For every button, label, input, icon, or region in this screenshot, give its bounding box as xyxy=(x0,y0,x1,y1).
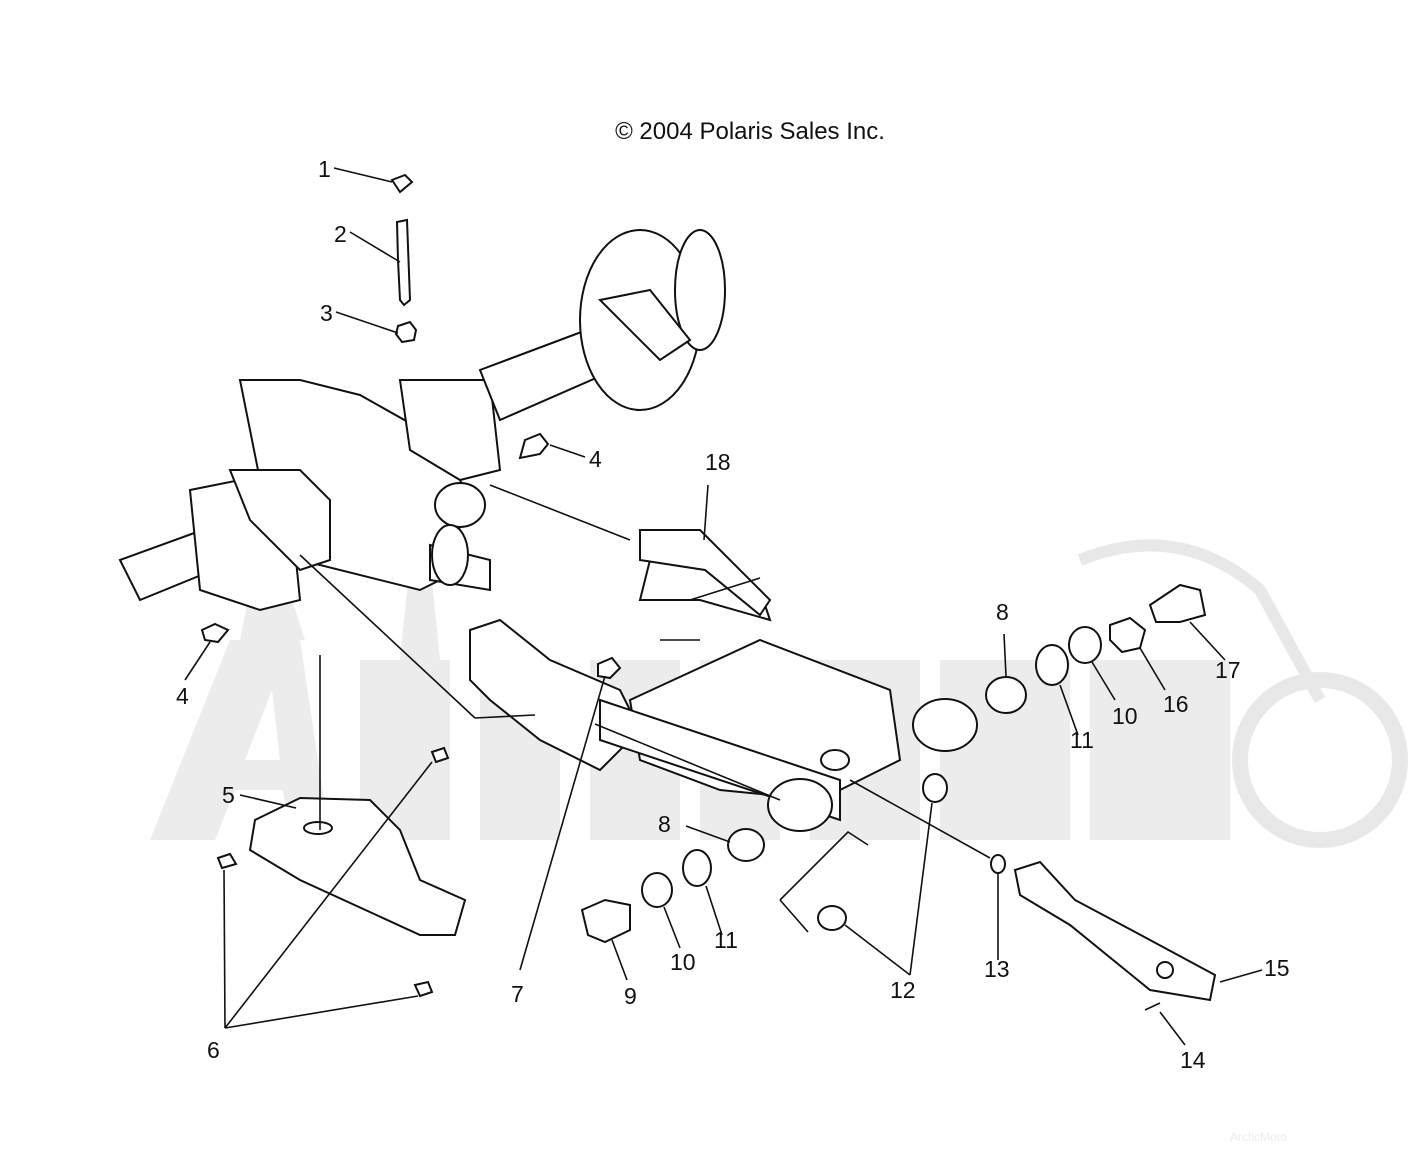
part-3-nut xyxy=(335,311,418,344)
callout-labels: 1 2 3 4 4 5 6 7 8 8 9 10 10 11 11 12 13 … xyxy=(176,156,1290,1073)
callout-5: 5 xyxy=(222,782,235,808)
axle-housing xyxy=(118,229,726,612)
part-11-seal-right xyxy=(1035,644,1079,736)
watermark-text: ArcticMoto xyxy=(1230,1130,1287,1144)
callout-8-right: 8 xyxy=(996,599,1009,625)
callout-14: 14 xyxy=(1180,1047,1206,1073)
callout-3: 3 xyxy=(320,300,333,326)
part-15-drive-shaft xyxy=(1013,860,1263,1002)
callout-10-right: 10 xyxy=(1112,703,1138,729)
callout-4-lower: 4 xyxy=(176,683,189,709)
callout-11-left: 11 xyxy=(714,927,738,953)
part-2-hose xyxy=(349,218,412,307)
part-10-bearing-right xyxy=(1068,626,1116,701)
part-5-cover xyxy=(239,794,467,936)
callout-1: 1 xyxy=(318,156,331,182)
part-17-pivot-bolt xyxy=(1148,583,1226,661)
swing-arm xyxy=(469,538,978,832)
callout-4-upper: 4 xyxy=(589,446,602,472)
part-18-bracket xyxy=(639,484,772,617)
part-4-bolt-lower xyxy=(184,622,230,681)
part-9-bolt xyxy=(580,898,631,981)
callout-6: 6 xyxy=(207,1037,220,1063)
callout-12: 12 xyxy=(890,977,916,1003)
callout-16: 16 xyxy=(1163,691,1189,717)
callout-15: 15 xyxy=(1264,955,1290,981)
callout-10-left: 10 xyxy=(670,949,696,975)
part-4-bolt-upper xyxy=(518,432,586,460)
callout-13: 13 xyxy=(984,956,1010,982)
callout-11-right: 11 xyxy=(1070,727,1094,753)
part-10-bearing-left xyxy=(641,872,681,949)
part-12-plugs xyxy=(779,773,948,976)
part-1-screw xyxy=(333,167,414,194)
part-14-pin xyxy=(1144,1002,1186,1046)
callout-8-left: 8 xyxy=(658,811,671,837)
copyright-text: © 2004 Polaris Sales Inc. xyxy=(615,118,885,145)
callout-9: 9 xyxy=(624,983,637,1009)
part-11-seal-left xyxy=(682,849,723,936)
part-6-screws xyxy=(216,746,450,1029)
callout-2: 2 xyxy=(334,221,347,247)
callout-17: 17 xyxy=(1215,657,1241,683)
part-8-bushing-right xyxy=(985,633,1027,714)
part-7-nut xyxy=(519,656,622,971)
callout-18: 18 xyxy=(705,449,731,475)
callout-7: 7 xyxy=(511,981,524,1007)
part-16-nut xyxy=(1109,616,1166,691)
assembly-lines xyxy=(299,484,781,830)
part-8-bushing-left xyxy=(685,825,765,862)
part-13-ring xyxy=(849,779,1006,960)
